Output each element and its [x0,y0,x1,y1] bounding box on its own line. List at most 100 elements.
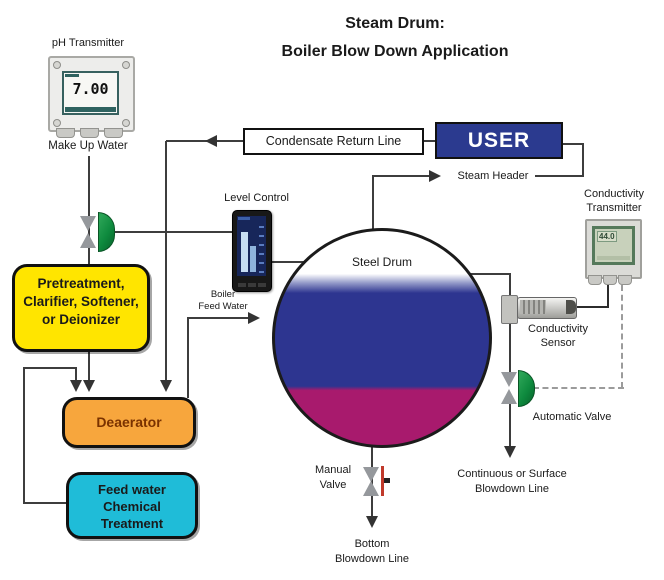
pipe-valve-to-levelcontrol [111,231,233,233]
lc-tick [259,253,264,255]
pipe-chemical-loop-drop [75,367,77,381]
pretreatment-line-3: or Deionizer [41,312,120,327]
cond-trans-line-2: Transmitter [586,202,642,214]
screw-icon [122,61,130,69]
manual-valve-stem-icon [384,478,390,483]
conductivity-transmitter-label: Conductivity Transmitter [566,187,662,215]
manual-valve-icon [363,467,379,482]
cond-sensor-line-1: Conductivity [528,323,588,335]
ct-connector [588,275,602,285]
level-bar-graph-2 [250,246,256,272]
feedwater-chemical-box: Feed water Chemical Treatment [66,472,198,539]
ph-display-screen: 7.00 [62,71,119,115]
automatic-valve-icon [501,389,517,404]
lc-tick [259,235,264,237]
screw-icon [53,61,61,69]
pipe-chemical-loop-top [23,367,77,369]
bottom-blowdown-line-2: Blowdown Line [335,553,409,565]
pipe-pretreatment-to-deaerator [88,343,90,381]
pipe-boilerfeed-horizontal [187,317,248,319]
conductivity-sensor-device [517,297,577,319]
ph-transmitter-device: 7.00 [48,56,135,132]
arrowhead-continuous-blowdown [504,446,516,458]
pipe-chemical-loop-vertical [23,368,25,504]
automatic-valve-actuator-icon [518,370,535,407]
pipe-condensate-horizontal [166,140,243,142]
level-bar-graph [241,232,248,272]
boiler-feed-water-label: Boiler Feed Water [196,289,250,313]
manual-valve-label: Manual Valve [303,463,363,493]
ph-connector [56,128,75,138]
automatic-valve-label: Automatic Valve [532,411,612,423]
ph-display-value: 7.00 [72,80,109,98]
pipe-blowdown-vertical-2 [509,400,511,446]
pipe-makeup-water [88,156,90,266]
cond-trans-line-1: Conductivity [584,188,644,200]
pipe-chemical-loop-bottom [23,502,66,504]
continuous-blowdown-line-1: Continuous or Surface [457,468,567,480]
screw-icon [122,119,130,127]
pipe-blowdown-vertical-1 [509,273,511,377]
ph-connector [104,128,123,138]
level-control-screen [237,216,266,276]
lc-tick [259,271,264,273]
boiler-feed-line-2: Feed Water [198,301,248,312]
arrowhead-condensate-left [205,135,217,147]
pipe-steam-to-user [563,143,584,145]
bottom-blowdown-label: Bottom Blowdown Line [318,537,426,567]
ct-connector [618,275,632,285]
conductivity-transmitter-device: 44.0 [585,219,642,279]
arrowhead-steam-right [429,170,441,182]
arrowhead-into-deaerator-1 [160,380,172,392]
conductivity-display-screen: 44.0 [592,226,635,265]
lc-button [238,283,246,287]
deaerator-box: Deaerator [62,397,196,448]
user-label: USER [467,129,531,152]
diagram-title: Steam Drum: Boiler Blow Down Application [200,10,590,66]
sensor-tip [566,300,576,314]
manual-valve-handle-icon [381,466,384,496]
continuous-blowdown-line-2: Blowdown Line [475,483,549,495]
arrowhead-into-deaerator-2 [83,380,95,392]
steel-drum-label: Steel Drum [351,255,413,269]
steam-header-label: Steam Header [457,170,529,182]
makeup-valve-actuator-icon [98,212,115,252]
sensor-cable-vertical [607,283,609,308]
bottom-blowdown-line-1: Bottom [354,538,390,550]
level-control-label: Level Control [224,192,289,204]
lc-tick [259,262,264,264]
screw-icon [53,119,61,127]
conductivity-display-value: 44.0 [597,231,617,242]
level-control-device [232,210,272,292]
conductivity-sensor-label: Conductivity Sensor [512,322,604,350]
lc-screen-header [238,217,250,220]
automatic-valve-icon [501,372,517,387]
ct-screen-footer [597,256,630,260]
manual-valve-icon [363,481,379,496]
pipe-drum-right [467,273,511,275]
cond-sensor-line-2: Sensor [540,337,576,349]
pipe-condensate-down [165,141,167,381]
pretreatment-line-2: Clarifier, Softener, [23,294,139,309]
pipe-condensate-to-user [424,140,435,142]
lc-button [248,283,256,287]
make-up-water-label: Make Up Water [48,140,128,152]
deaerator-label: Deaerator [96,414,162,430]
manual-valve-line-2: Valve [319,479,347,491]
ph-screen-header [65,74,79,77]
arrowhead-bottom-blowdown [366,516,378,528]
feedwater-line-3: Treatment [100,516,164,531]
arrowhead-into-deaerator-3 [70,380,82,392]
signal-line-vertical [621,285,623,388]
pretreatment-line-1: Pretreatment, [37,276,125,291]
steel-drum [272,228,492,448]
makeup-valve-icon [80,233,96,248]
pipe-steam-horizontal-2 [535,175,584,177]
pretreatment-box: Pretreatment, Clarifier, Softener, or De… [12,264,150,352]
ct-connector [603,275,617,285]
ph-connector [80,128,99,138]
title-line-2: Boiler Blow Down Application [281,43,509,60]
condensate-return-label: Condensate Return Line [265,134,402,148]
makeup-valve-icon [80,216,96,231]
